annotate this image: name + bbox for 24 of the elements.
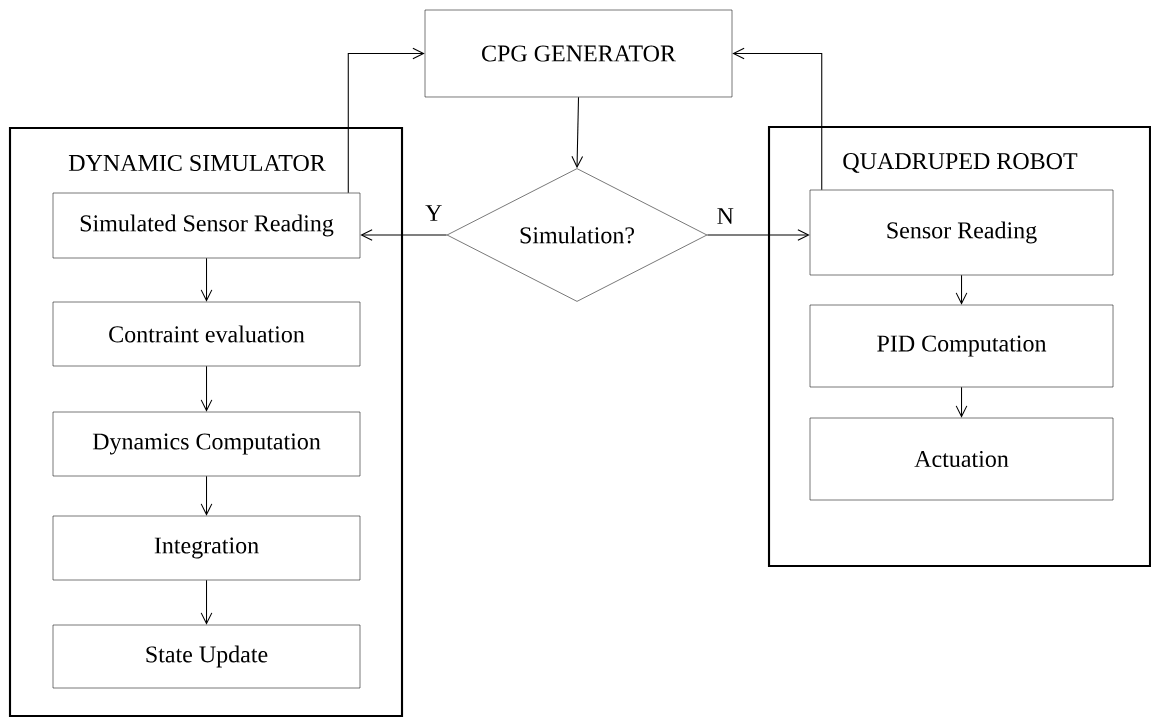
process-box: Simulated Sensor Reading bbox=[52, 192, 361, 259]
arrow bbox=[571, 96, 584, 169]
arrow bbox=[347, 47, 425, 194]
process-box: Actuation bbox=[809, 417, 1114, 501]
arrow bbox=[200, 257, 213, 302]
arrow bbox=[200, 579, 213, 625]
arrow bbox=[955, 274, 968, 305]
edge-label: Y bbox=[423, 203, 444, 223]
process-box: Integration bbox=[52, 515, 361, 581]
process-box: CPG GENERATOR bbox=[424, 9, 733, 98]
arrow bbox=[955, 386, 968, 418]
process-box: State Update bbox=[52, 624, 361, 689]
arrow bbox=[732, 47, 823, 191]
group-heading: DYNAMIC SIMULATOR bbox=[68, 154, 326, 172]
arrow bbox=[200, 475, 213, 516]
arrow bbox=[200, 365, 213, 412]
process-box: PID Computation bbox=[809, 304, 1114, 388]
process-box: Sensor Reading bbox=[809, 189, 1114, 276]
group-heading: QUADRUPED ROBOT bbox=[843, 153, 1078, 173]
process-box: Contraint evaluation bbox=[52, 301, 361, 367]
edge-label: N bbox=[715, 206, 736, 226]
arrow bbox=[706, 229, 810, 241]
arrow bbox=[360, 229, 448, 241]
process-box: Dynamics Computation bbox=[52, 411, 361, 477]
